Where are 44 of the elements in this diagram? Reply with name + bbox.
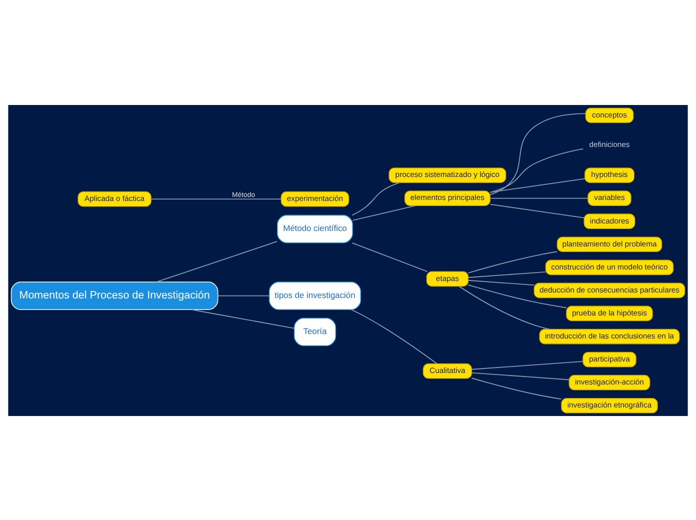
node-box: elementos principales [404,190,490,206]
connector [490,148,584,192]
connector [471,360,584,370]
connector [468,250,558,273]
node-box: Aplicada o fáctica [78,190,152,206]
node-box: conceptos [585,107,634,123]
node-box: prueba de la hipótesis [566,305,653,321]
connector [191,308,295,328]
node-box: indicadores [584,213,636,229]
node-box: investigación-acción [568,374,650,390]
connector [468,284,567,308]
connector [490,178,586,192]
node-box: introducción de las conclusiones en la [539,328,680,344]
connector [352,242,428,272]
connector [471,372,570,380]
node-box: experimentación [280,190,350,206]
connector [350,308,438,364]
connector [490,203,584,218]
connector [468,279,535,286]
connector [150,198,282,200]
node-text: definiciones [589,140,630,149]
node-box: Teoría [294,317,336,346]
node-box: Cualitativa [422,362,472,378]
node-box: etapas [426,270,469,286]
connector [468,271,546,278]
connector [352,182,400,216]
connector [471,377,562,400]
node-box: Momentos del Proceso de Investigación [10,281,218,310]
node-box: deducción de consecuencias particulares [534,282,686,298]
node-box: variables [588,190,632,206]
connector [458,285,550,330]
node-box: tipos de investigación [268,281,362,310]
connector [490,197,588,198]
node-box: Método científico [276,214,353,243]
connector [156,240,278,282]
connector [218,294,270,296]
node-box: construcción de un modelo teórico [545,259,674,275]
node-box: planteamiento del problema [556,236,662,252]
node-box: hypothesis [584,167,634,182]
connector [490,112,586,195]
node-box: participativa [582,351,636,367]
connector [352,204,416,220]
node-box: proceso sistematizado y lógico [388,167,506,182]
node-box: investigación etnográfica [561,397,658,413]
